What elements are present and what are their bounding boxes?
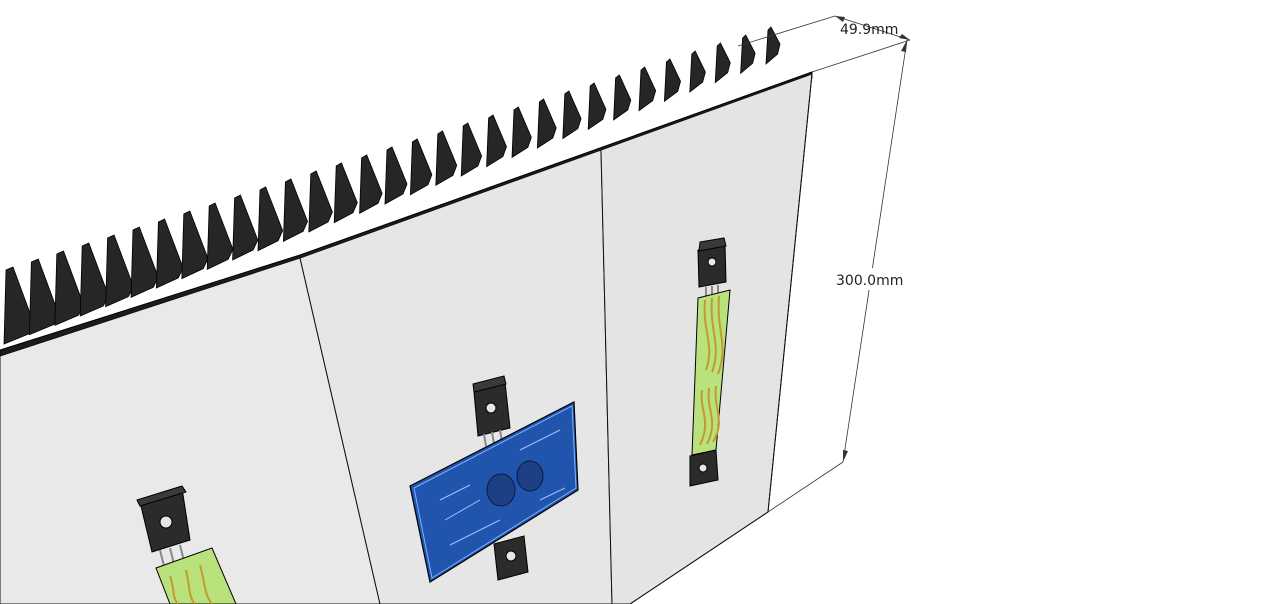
depth-label: 49.9mm <box>840 22 898 38</box>
heatsink-fin <box>206 202 234 270</box>
heatsink-fin <box>28 258 60 336</box>
panel-left <box>0 257 381 604</box>
right-transistor-pcb <box>689 237 731 487</box>
left-transistor-pcb <box>136 485 237 604</box>
height-dimension: 300.0mm <box>767 39 908 513</box>
heatsink-fin <box>511 106 532 159</box>
heatsink-fin <box>740 34 756 75</box>
height-label: 300.0mm <box>836 273 903 289</box>
heatsink-fin <box>435 130 458 187</box>
heatsink-fin <box>155 218 184 289</box>
heatsink-fin <box>536 98 557 149</box>
heatsink-fin <box>232 194 259 261</box>
heatsink-fin <box>384 146 408 205</box>
heatsink-fin <box>282 178 308 242</box>
heatsink-fin <box>663 58 681 103</box>
heatsink-fin <box>333 162 358 224</box>
depth-dimension: 49.9mm <box>737 15 911 73</box>
heatsink-fin <box>130 226 159 298</box>
heatsink-fin <box>79 242 110 317</box>
heatsink-fin <box>460 122 483 177</box>
heatsink-fin <box>638 66 657 112</box>
heatsink-fin <box>486 114 507 168</box>
heatsink-fin <box>105 234 134 308</box>
right-top-transistor <box>697 237 727 298</box>
heatsink-fin <box>409 138 433 196</box>
heatsink-fin <box>765 26 781 65</box>
center-top-transistor <box>472 375 511 447</box>
heatsink-fin <box>257 186 284 252</box>
heatsink-fin <box>613 74 632 121</box>
right-bottom-transistor <box>689 449 719 487</box>
heatsink-fins <box>3 26 781 345</box>
heatsink-fin <box>181 210 209 280</box>
center-bottom-transistor <box>493 535 529 581</box>
heatsink-fin <box>562 90 582 140</box>
left-green-pcb <box>155 547 237 604</box>
heatsink-fin <box>54 250 85 326</box>
center-amplifier-pcb <box>409 375 579 583</box>
heatsink-fin <box>359 154 383 215</box>
left-top-transistor <box>136 485 191 567</box>
heatsink-fin <box>714 42 731 84</box>
heatsink-fin <box>587 82 607 131</box>
heatsink-fin <box>689 50 706 93</box>
heatsink-fin <box>308 170 333 233</box>
